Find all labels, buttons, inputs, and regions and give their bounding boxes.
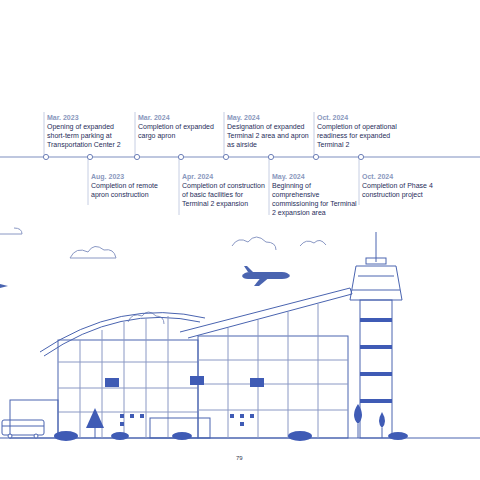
event-description: Completion of Phase 4 construction proje…: [362, 181, 448, 199]
event-description: Completion of construction of basic faci…: [182, 181, 268, 208]
page-number: 79: [236, 455, 243, 461]
event-description: Beginning of comprehensive commissioning…: [272, 181, 358, 217]
event-description: Opening of expanded short-term parking a…: [47, 122, 133, 149]
event-description: Designation of expanded Terminal 2 area …: [227, 122, 313, 149]
timeline-event: Mar. 2024Completion of expanded cargo ap…: [138, 113, 224, 140]
timeline-event: May. 2024Designation of expanded Termina…: [227, 113, 313, 149]
timeline-event: Apr. 2024Completion of construction of b…: [182, 172, 268, 208]
event-description: Completion of operational readiness for …: [317, 122, 403, 149]
event-date: Aug. 2023: [91, 172, 177, 181]
event-date: Apr. 2024: [182, 172, 268, 181]
event-date: Mar. 2024: [138, 113, 224, 122]
timeline-event: Aug. 2023Completion of remote apron cons…: [91, 172, 177, 199]
event-description: Completion of remote apron construction: [91, 181, 177, 199]
timeline-event: Oct. 2024Completion of operational readi…: [317, 113, 403, 149]
event-description: Completion of expanded cargo apron: [138, 122, 224, 140]
event-date: Oct. 2024: [362, 172, 448, 181]
event-date: Oct. 2024: [317, 113, 403, 122]
timeline-event: Oct. 2024Completion of Phase 4 construct…: [362, 172, 448, 199]
timeline-event: May. 2024Beginning of comprehensive comm…: [272, 172, 358, 217]
event-date: Mar. 2023: [47, 113, 133, 122]
timeline-event: Mar. 2023Opening of expanded short-term …: [47, 113, 133, 149]
event-date: May. 2024: [227, 113, 313, 122]
timeline-axis: [0, 112, 480, 215]
event-date: May. 2024: [272, 172, 358, 181]
airport-drawing: [0, 228, 480, 441]
